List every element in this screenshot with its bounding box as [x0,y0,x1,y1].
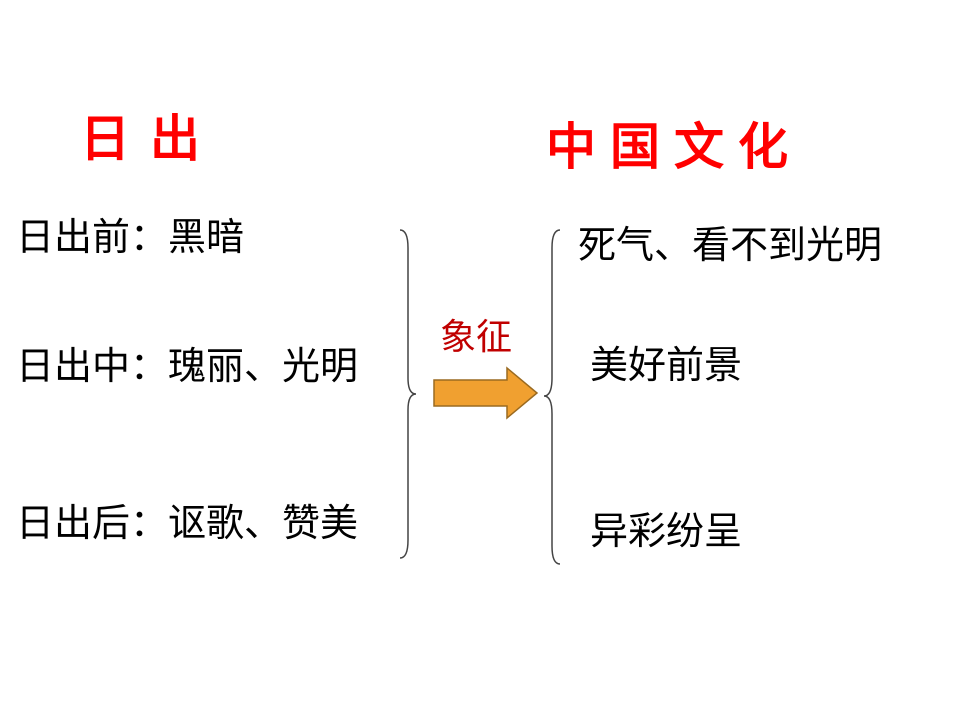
left-item-during-sunrise: 日出中：瑰丽、光明 [16,344,359,388]
right-item-lifeless: 死气、看不到光明 [578,223,883,267]
right-item-brilliant-variety: 异彩纷呈 [590,509,743,553]
left-item-after-sunrise: 日出后：讴歌、赞美 [16,501,359,545]
left-item-before-sunrise: 日出前：黑暗 [16,215,245,259]
symbol-label: 象征 [440,317,513,358]
right-item-bright-future: 美好前景 [590,343,743,387]
right-arrow-icon [433,366,539,420]
right-brace-icon [399,229,417,559]
left-brace-icon [543,229,561,565]
heading-sunrise: 日出 [80,110,220,168]
heading-chinese-culture: 中国文化 [546,118,802,176]
